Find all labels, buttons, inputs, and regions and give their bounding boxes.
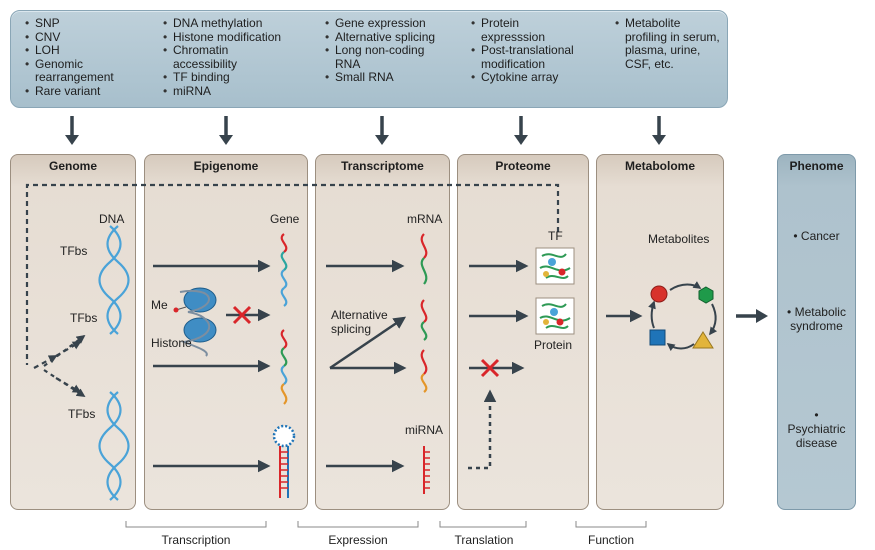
list-item: Metabolite profiling in serum, plasma, u… — [615, 16, 720, 71]
histone-icon — [173, 287, 217, 357]
translation-label: Translation — [454, 533, 514, 547]
mrna-strands — [420, 233, 428, 393]
phenome-title: Phenome — [789, 159, 844, 173]
list-item: Cytokine array — [471, 70, 606, 85]
protein-structure-icons — [535, 247, 575, 335]
transcriptome-title: Transcriptome — [341, 159, 424, 173]
genome-title: Genome — [48, 159, 97, 173]
epigenome-measurements-list: DNA methylation Histone modification Chr… — [163, 16, 313, 99]
list-item: Gene expression — [325, 16, 465, 31]
list-item: Long non-coding RNA — [325, 43, 440, 71]
phenome-panel: Phenome • Cancer • Metabolic syndrome • … — [777, 154, 856, 510]
histone-label: Histone — [151, 336, 192, 350]
tfbs-label-3: TFbs — [68, 407, 96, 421]
list-item: SNP — [25, 16, 155, 31]
proteome-title: Proteome — [495, 159, 551, 173]
list-item: Post-translational modification — [471, 43, 601, 71]
metabolites-label: Metabolites — [648, 232, 710, 246]
transcription-label: Transcription — [161, 533, 231, 547]
list-item: TF binding — [163, 70, 313, 85]
omics-measurements-bar: SNP CNV LOH Genomic rearrangement Rare v… — [10, 10, 728, 108]
phenome-item-cancer: • Cancer — [793, 229, 840, 243]
blocked-x-icon — [232, 305, 252, 325]
list-item: DNA methylation — [163, 16, 313, 31]
mirna-icon — [423, 446, 430, 494]
metabolite-cycle-icon — [648, 281, 718, 352]
down-arrows — [65, 116, 666, 145]
phenome-item-metabolic-syndrome: • Metabolic syndrome — [787, 305, 846, 333]
pri-mirna-hairpin-icon — [272, 424, 296, 498]
metabolome-measurements-list: Metabolite profiling in serum, plasma, u… — [615, 16, 720, 71]
transcriptome-arrows — [326, 259, 407, 473]
list-item: Genomic rearrangement — [25, 57, 135, 85]
list-item: LOH — [25, 43, 155, 58]
proteome-measurements-list: Protein expresssion Post-translational m… — [471, 16, 606, 85]
gene-strands — [280, 233, 288, 405]
list-item: Chromatin accessibility — [163, 43, 268, 71]
tf-label: TF — [548, 229, 563, 243]
list-item: Small RNA — [325, 70, 465, 85]
list-item: Protein expresssion — [471, 16, 571, 44]
gene-label: Gene — [270, 212, 300, 226]
list-item: CNV — [25, 30, 155, 45]
transcriptome-measurements-list: Gene expression Alternative splicing Lon… — [325, 16, 465, 85]
list-item: Histone modification — [163, 30, 313, 45]
translation-blocked-x-icon — [480, 358, 500, 378]
list-item: miRNA — [163, 84, 313, 99]
protein-label: Protein — [534, 338, 573, 352]
methyl-label: Me — [151, 298, 168, 312]
mirna-label: miRNA — [405, 423, 443, 437]
tfbs-label-1: TFbs — [60, 244, 88, 258]
epigenome-title: Epigenome — [193, 159, 259, 173]
genome-measurements-list: SNP CNV LOH Genomic rearrangement Rare v… — [25, 16, 155, 99]
mrna-label: mRNA — [407, 212, 443, 226]
list-item: Alternative splicing — [325, 30, 465, 45]
epigenome-arrows — [153, 259, 271, 473]
tfbs-label-2: TFbs — [70, 311, 98, 325]
metabolome-title: Metabolome — [624, 159, 695, 173]
phenome-item-psychiatric-disease: • Psychiatric disease — [787, 408, 846, 450]
phenome-arrow — [736, 309, 768, 323]
dna-helices — [98, 225, 130, 501]
bottom-brackets — [125, 521, 647, 528]
proteome-arrows — [468, 259, 529, 470]
tf-feedback-arrowheads — [43, 334, 86, 397]
function-label: Function — [587, 533, 635, 547]
alternative-splicing-label: Alternative splicing — [331, 308, 388, 336]
expression-label: Expression — [328, 533, 388, 547]
list-item: Rare variant — [25, 84, 155, 99]
dna-label: DNA — [99, 212, 125, 226]
